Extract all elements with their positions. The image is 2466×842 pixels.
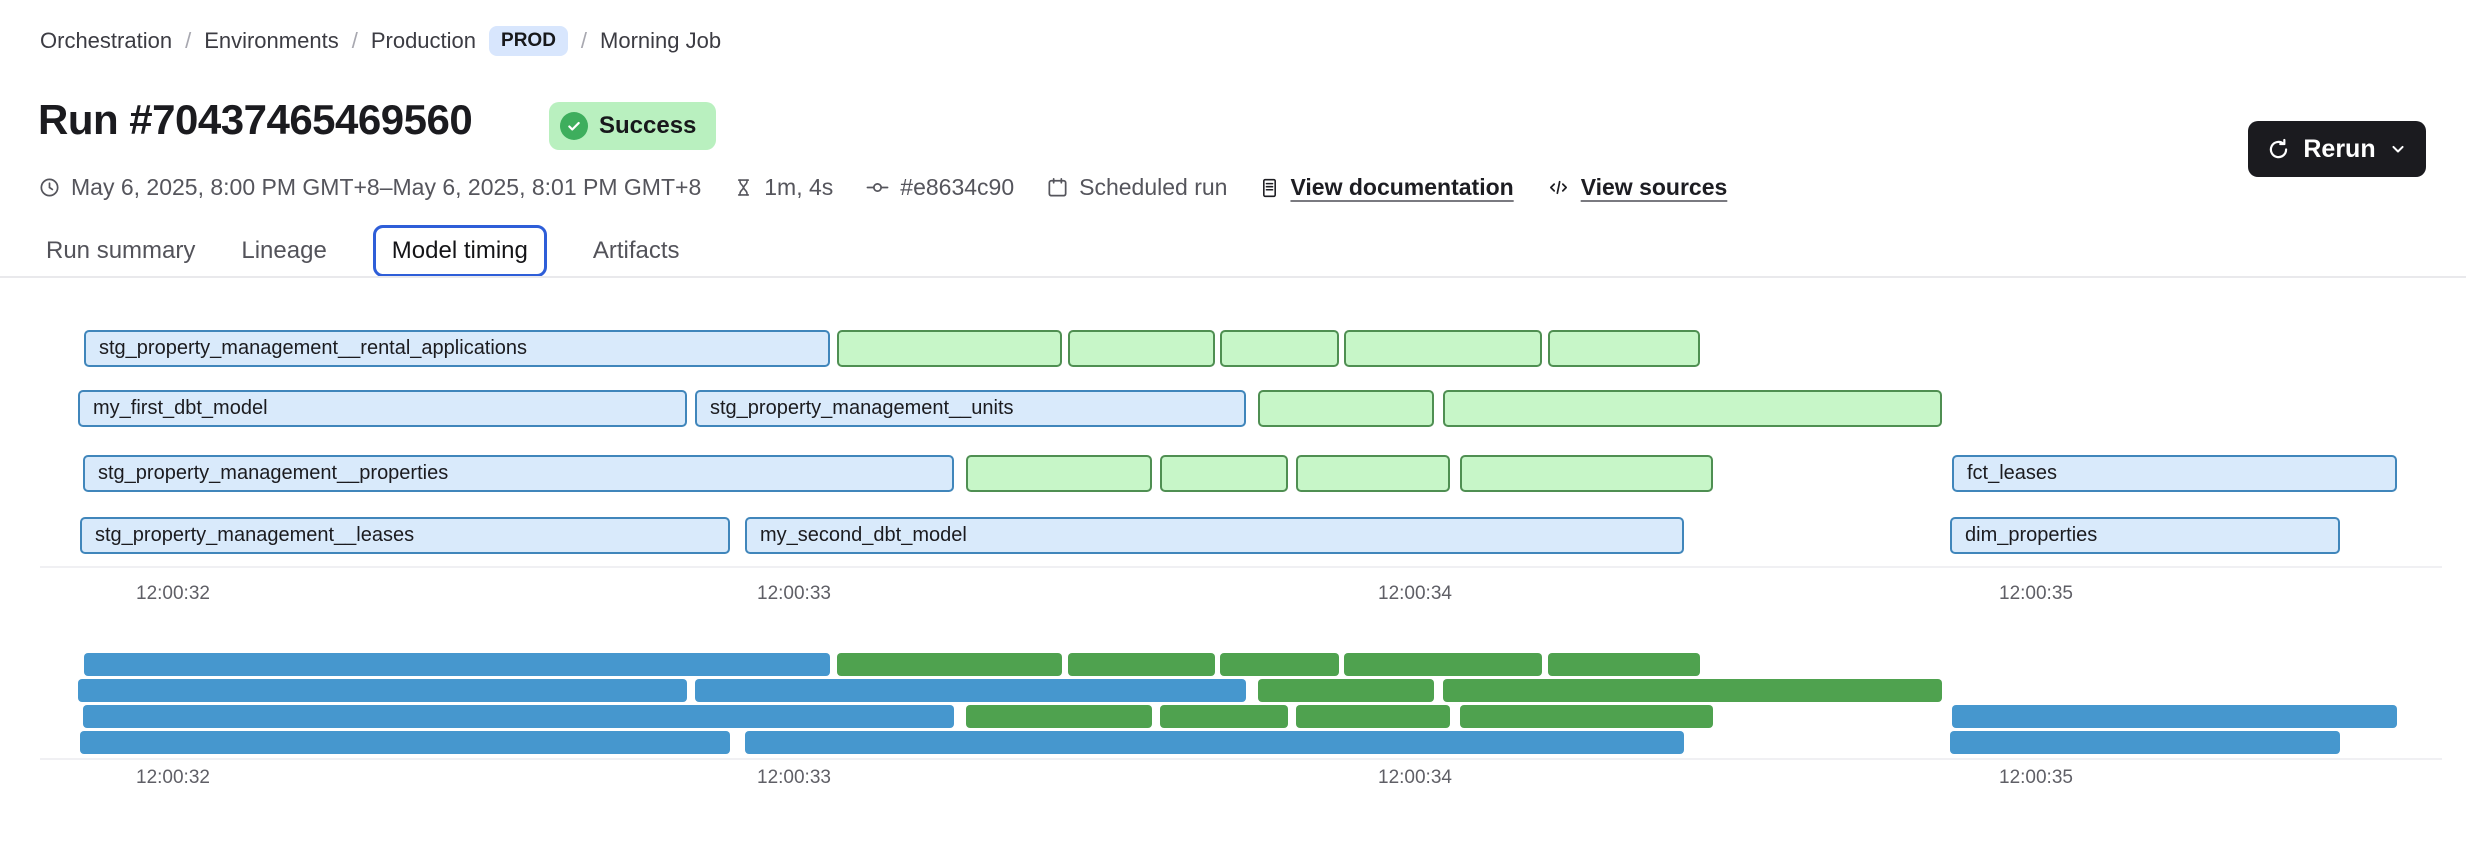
- minimap-bar: [695, 679, 1246, 702]
- minimap-bar: [83, 705, 954, 728]
- minimap-bar: [1460, 705, 1713, 728]
- view-sources[interactable]: View sources: [1546, 174, 1728, 201]
- minimap-bar: [1952, 705, 2397, 728]
- minimap-bar: [1258, 679, 1434, 702]
- minimap-bar: [1068, 653, 1215, 676]
- gantt-bar[interactable]: [1220, 330, 1339, 367]
- commit-icon: [865, 176, 890, 199]
- clock-icon: [38, 176, 61, 199]
- gantt-bar[interactable]: [837, 330, 1062, 367]
- status-label: Success: [599, 112, 697, 139]
- meta-scheduled-run: Scheduled run: [1046, 174, 1227, 201]
- meta-label: May 6, 2025, 8:00 PM GMT+8–May 6, 2025, …: [71, 174, 702, 200]
- hourglass-icon: [733, 176, 754, 199]
- rerun-label: Rerun: [2303, 134, 2376, 163]
- meta-label: Scheduled run: [1079, 174, 1228, 200]
- breadcrumb-item-orchestration[interactable]: Orchestration: [40, 28, 173, 53]
- gantt-axis-line: [40, 566, 2442, 568]
- minimap-bar: [84, 653, 830, 676]
- gantt-bar-my-first-dbt-model[interactable]: my_first_dbt_model: [78, 390, 687, 427]
- minimap-bar: [1160, 705, 1288, 728]
- document-icon: [1259, 176, 1280, 200]
- check-circle-icon: [560, 112, 588, 140]
- gantt-bar[interactable]: [1443, 390, 1942, 427]
- meta-e8634c90: #e8634c90: [865, 174, 1014, 201]
- refresh-icon: [2266, 137, 2291, 162]
- gantt-bar-stg-property-management-leases[interactable]: stg_property_management__leases: [80, 517, 730, 554]
- meta-may-6-2025-8-00-pm-gmt-8-may-6-2025-8-01-pm-gmt-8: May 6, 2025, 8:00 PM GMT+8–May 6, 2025, …: [38, 174, 701, 201]
- environment-badge: PROD: [489, 26, 568, 56]
- minimap-tick-label: 12:00:34: [1378, 767, 1452, 788]
- breadcrumb-separator: /: [351, 28, 358, 53]
- tab-lineage[interactable]: Lineage: [241, 237, 327, 264]
- axis-tick-label: 12:00:33: [757, 583, 831, 604]
- gantt-bar[interactable]: [1258, 390, 1434, 427]
- meta-label: View documentation: [1290, 174, 1514, 200]
- breadcrumb: Orchestration / Environments / Production PRO…: [40, 26, 721, 56]
- minimap-tick-label: 12:00:33: [757, 767, 831, 788]
- chevron-down-icon: [2388, 139, 2408, 159]
- calendar-icon: [1046, 176, 1069, 199]
- gantt-bar-label: my_second_dbt_model: [760, 524, 967, 546]
- minimap-tick-label: 12:00:35: [1999, 767, 2073, 788]
- meta-label: #e8634c90: [900, 174, 1015, 200]
- axis-tick-label: 12:00:34: [1378, 583, 1452, 604]
- gantt-bar-stg-property-management-units[interactable]: stg_property_management__units: [695, 390, 1246, 427]
- breadcrumb-item-environments[interactable]: Environments: [204, 28, 339, 53]
- gantt-bar-stg-property-management-rental-applications[interactable]: stg_property_management__rental_applicat…: [84, 330, 830, 367]
- gantt-bar-dim-properties[interactable]: dim_properties: [1950, 517, 2340, 554]
- gantt-bar[interactable]: [966, 455, 1152, 492]
- minimap-bar: [1443, 679, 1942, 702]
- rerun-button[interactable]: Rerun: [2248, 121, 2426, 177]
- gantt-bar-label: stg_property_management__units: [710, 397, 1014, 419]
- gantt-bar-fct-leases[interactable]: fct_leases: [1952, 455, 2397, 492]
- tab-bar: Run summary Lineage Model timing Artifacts: [46, 225, 680, 277]
- minimap-bar: [1296, 705, 1450, 728]
- gantt-bar-label: stg_property_management__properties: [98, 462, 449, 484]
- axis-tick-label: 12:00:35: [1999, 583, 2073, 604]
- minimap-bar: [1220, 653, 1339, 676]
- view-documentation[interactable]: View documentation: [1259, 174, 1514, 201]
- gantt-bar-my-second-dbt-model[interactable]: my_second_dbt_model: [745, 517, 1684, 554]
- gantt-bar[interactable]: [1344, 330, 1542, 367]
- breadcrumb-separator: /: [185, 28, 192, 53]
- minimap-bar: [1548, 653, 1700, 676]
- minimap-bar: [966, 705, 1152, 728]
- minimap-bar: [1950, 731, 2340, 754]
- status-badge: Success: [549, 102, 717, 150]
- minimap-axis-line: [40, 758, 2442, 760]
- run-meta-row: May 6, 2025, 8:00 PM GMT+8–May 6, 2025, …: [38, 174, 1727, 201]
- page-title: Run #70437465469560: [38, 96, 473, 143]
- gantt-bar-stg-property-management-properties[interactable]: stg_property_management__properties: [83, 455, 954, 492]
- gantt-bar-label: dim_properties: [1965, 524, 2098, 546]
- axis-tick-label: 12:00:32: [136, 583, 210, 604]
- gantt-bar[interactable]: [1460, 455, 1713, 492]
- minimap-bar: [78, 679, 687, 702]
- meta-label: View sources: [1580, 174, 1728, 200]
- meta-label: 1m, 4s: [764, 174, 834, 200]
- gantt-bar[interactable]: [1296, 455, 1450, 492]
- minimap-bar: [80, 731, 730, 754]
- minimap-bar: [837, 653, 1062, 676]
- breadcrumb-item-production[interactable]: Production: [370, 28, 477, 53]
- gantt-bar[interactable]: [1068, 330, 1215, 367]
- gantt-bar-label: stg_property_management__leases: [95, 524, 415, 546]
- minimap-tick-label: 12:00:32: [136, 767, 210, 788]
- gantt-bar-label: my_first_dbt_model: [93, 397, 268, 419]
- breadcrumb-separator: /: [580, 28, 588, 53]
- gantt-bar[interactable]: [1160, 455, 1288, 492]
- code-icon: [1546, 176, 1571, 199]
- tab-model-timing[interactable]: Model timing: [372, 225, 547, 277]
- tab-artifacts[interactable]: Artifacts: [592, 237, 680, 264]
- gantt-bar[interactable]: [1548, 330, 1700, 367]
- meta-1m-4s: 1m, 4s: [733, 174, 833, 201]
- tab-run-summary[interactable]: Run summary: [46, 237, 196, 264]
- gantt-bar-label: stg_property_management__rental_applicat…: [99, 337, 528, 359]
- gantt-bar-label: fct_leases: [1967, 462, 2058, 484]
- tabs-divider: [0, 276, 2466, 278]
- minimap-bar: [1344, 653, 1542, 676]
- minimap-bar: [745, 731, 1684, 754]
- breadcrumb-item-morning-job[interactable]: Morning Job: [600, 28, 722, 53]
